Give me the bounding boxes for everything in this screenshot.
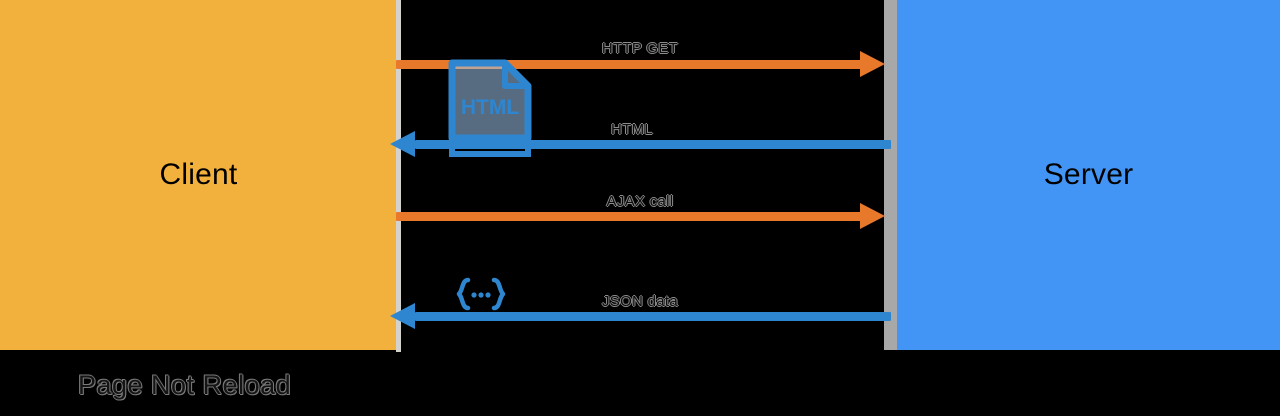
- arrow-head-right: [860, 203, 885, 229]
- arrow-shaft: [415, 140, 891, 149]
- arrow-head-left: [390, 131, 415, 157]
- actor-label-client: Client: [159, 158, 238, 191]
- message-label-http-get: HTTP GET: [601, 40, 679, 57]
- message-label-ajax-call: AJAX call: [606, 193, 674, 210]
- actor-block-server: Server: [897, 0, 1280, 350]
- json-braces-icon: [452, 276, 510, 312]
- html-icon-text: HTML: [461, 96, 519, 119]
- lifeline-server: [884, 0, 897, 350]
- diagram-caption: Page Not Reload: [78, 370, 292, 400]
- arrow-head-right: [860, 51, 885, 77]
- message-label-json-data: JSON data: [601, 293, 679, 310]
- arrow-shaft: [396, 212, 862, 221]
- arrow-shaft: [396, 60, 862, 69]
- actor-block-client: Client: [0, 0, 397, 350]
- actor-label-server: Server: [1043, 158, 1134, 191]
- arrow-head-left: [390, 303, 415, 329]
- lifeline-client: [396, 0, 401, 352]
- message-label-html: HTML: [610, 121, 654, 138]
- arrow-shaft: [415, 312, 891, 321]
- html-document-icon: HTML: [447, 58, 533, 158]
